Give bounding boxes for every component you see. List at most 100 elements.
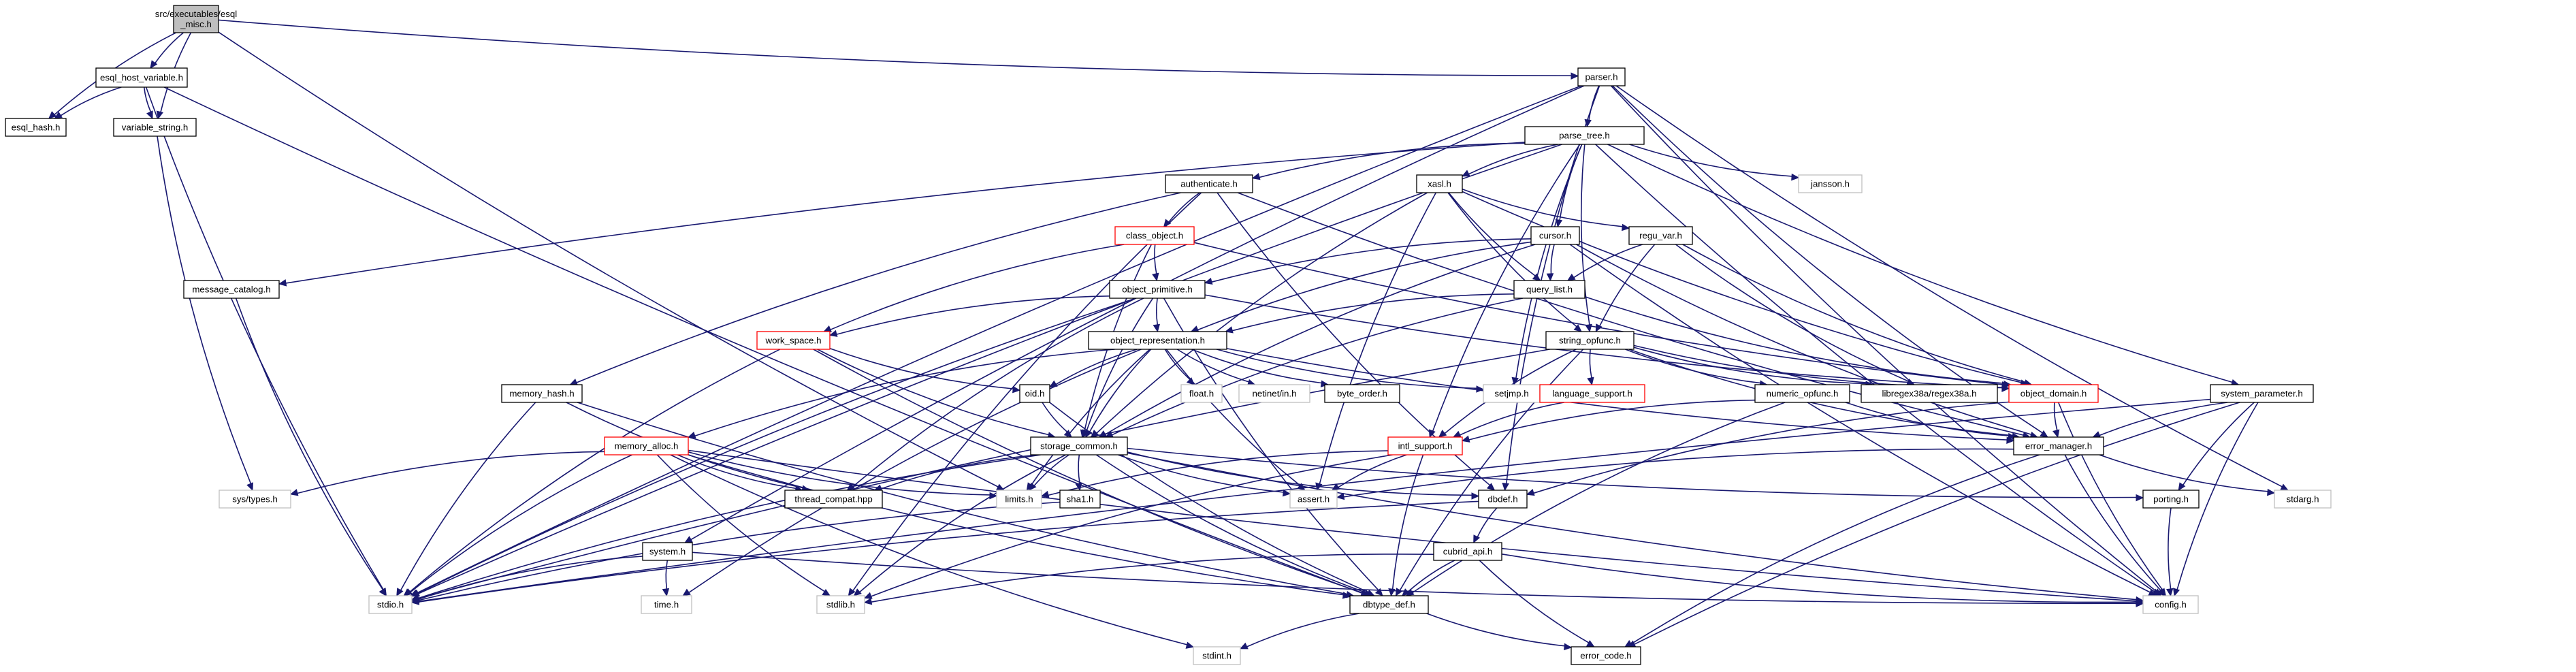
arrowhead-parse_tree-to-message_catalog xyxy=(278,279,287,287)
node-label: error_manager.h xyxy=(2025,441,2092,451)
node-string-opfunc[interactable]: string_opfunc.h xyxy=(1545,331,1635,350)
node-stdint: stdint.h xyxy=(1193,646,1241,665)
node-xasl[interactable]: xasl.h xyxy=(1416,174,1463,193)
node-object-representation[interactable]: object_representation.h xyxy=(1088,331,1227,350)
node-object-primitive[interactable]: object_primitive.h xyxy=(1109,280,1206,299)
node-system[interactable]: system.h xyxy=(642,542,693,561)
edge-esql_host_variable-to-stdio xyxy=(145,86,384,590)
node-oid[interactable]: oid.h xyxy=(1019,384,1050,403)
node-intl-support[interactable]: intl_support.h xyxy=(1387,436,1463,455)
node-sha1[interactable]: sha1.h xyxy=(1059,490,1101,509)
arrowhead-error_manager-to-assert xyxy=(1336,492,1345,500)
edge-system_parameter-to-porting xyxy=(2183,402,2255,485)
arrowhead-esql_host_variable-to-variable_string xyxy=(146,110,153,120)
node-numeric-opfunc[interactable]: numeric_opfunc.h xyxy=(1754,384,1850,403)
edge-language_support-to-intl_support xyxy=(1460,402,1564,436)
edge-message_catalog-to-stdio xyxy=(235,298,384,590)
node-cursor[interactable]: cursor.h xyxy=(1530,226,1580,245)
edge-memory_alloc-to-thread_compat xyxy=(677,454,796,490)
node-memory-hash[interactable]: memory_hash.h xyxy=(501,384,583,403)
edges-layer xyxy=(48,19,2289,651)
arrowhead-object_primitive-to-work_space xyxy=(828,330,838,337)
node-box xyxy=(368,595,413,614)
node-regu-var[interactable]: regu_var.h xyxy=(1628,226,1693,245)
edge-object_primitive-to-storage_common xyxy=(1086,298,1154,432)
arrowhead-storage_common-to-porting xyxy=(2136,494,2144,502)
edge-parse_tree-to-system_parameter xyxy=(1607,144,2233,383)
node-label-line: src/executables/esql xyxy=(155,9,238,19)
node-error-manager[interactable]: error_manager.h xyxy=(2013,436,2104,455)
arrowhead-dbtype_def-to-error_code xyxy=(1564,643,1573,651)
edge-numeric_opfunc-to-intl_support xyxy=(1468,399,1756,441)
node-authenticate[interactable]: authenticate.h xyxy=(1165,174,1253,193)
edge-sha1-to-stdio xyxy=(418,501,1061,601)
node-box xyxy=(1416,174,1463,193)
node-box xyxy=(1030,436,1128,455)
edge-object_primitive-to-work_space xyxy=(836,295,1110,335)
arrowhead-parse_tree-to-cursor xyxy=(1555,219,1563,228)
node-setjmp: setjmp.h xyxy=(1483,384,1541,403)
node-netinet-in: netinet/in.h xyxy=(1238,384,1310,403)
node-box xyxy=(1238,384,1310,403)
edge-xasl-to-object_domain xyxy=(1462,191,2022,383)
node-box xyxy=(1798,174,1863,193)
node-thread-compat[interactable]: thread_compat.hpp xyxy=(784,490,883,509)
arrowhead-object_domain-to-dbdef xyxy=(1526,489,1535,496)
node-label: oid.h xyxy=(1025,389,1045,399)
node-byte-order[interactable]: byte_order.h xyxy=(1324,384,1400,403)
node-parse-tree[interactable]: parse_tree.h xyxy=(1524,126,1645,145)
arrowhead-intl_support-to-dbtype_def xyxy=(1388,588,1396,597)
edge-system-to-stdio xyxy=(418,556,643,600)
arrowhead-root-to-parser xyxy=(1571,72,1579,80)
node-storage-common[interactable]: storage_common.h xyxy=(1030,436,1128,455)
node-class-object[interactable]: class_object.h xyxy=(1114,226,1195,245)
node-label: parse_tree.h xyxy=(1559,131,1610,141)
node-system-parameter[interactable]: system_parameter.h xyxy=(2210,384,2314,403)
edge-authenticate-to-stdlib xyxy=(852,192,1202,591)
node-box xyxy=(219,490,291,509)
edge-parse_tree-to-string_opfunc xyxy=(1580,144,1590,325)
arrowhead-authenticate-to-memory_hash xyxy=(569,379,579,385)
nodes-layer: src/executables/esql_misc.h esql_host_var… xyxy=(5,5,2332,665)
node-esql-hash[interactable]: esql_hash.h xyxy=(5,118,67,137)
edge-object_representation-to-assert xyxy=(1165,349,1301,486)
node-porting[interactable]: porting.h xyxy=(2142,490,2200,509)
edge-storage_common-to-dbtype_def xyxy=(1095,454,1366,594)
node-label: byte_order.h xyxy=(1337,389,1387,399)
edge-system_parameter-to-error_code xyxy=(1634,402,2240,645)
node-variable-string[interactable]: variable_string.h xyxy=(113,118,197,137)
node-box xyxy=(2008,384,2099,403)
node-parser[interactable]: parser.h xyxy=(1577,67,1626,86)
edge-esql_host_variable-to-dbtype_def xyxy=(163,86,1362,594)
node-query-list[interactable]: query_list.h xyxy=(1513,280,1585,299)
node-object-domain[interactable]: object_domain.h xyxy=(2008,384,2099,403)
edge-string_opfunc-to-libregex38a xyxy=(1633,347,1867,385)
edge-object_representation-to-byte_order xyxy=(1191,349,1322,384)
node-message-catalog[interactable]: message_catalog.h xyxy=(183,280,280,299)
edge-regu_var-to-libregex38a xyxy=(1675,244,1909,382)
node-work-space[interactable]: work_space.h xyxy=(756,331,831,350)
node-root[interactable]: src/executables/esql_misc.h xyxy=(155,5,238,33)
node-dbdef[interactable]: dbdef.h xyxy=(1478,490,1528,509)
node-esql-host-variable[interactable]: esql_host_variable.h xyxy=(95,67,188,88)
node-assert: assert.h xyxy=(1289,490,1338,509)
node-libregex38a[interactable]: libregex38a/regex38a.h xyxy=(1861,384,1998,403)
arrowhead-object_representation-to-storage_common xyxy=(1085,429,1093,438)
node-label: system_parameter.h xyxy=(2221,389,2302,399)
node-label: dbtype_def.h xyxy=(1363,600,1415,610)
node-cubrid-api[interactable]: cubrid_api.h xyxy=(1433,542,1502,561)
edge-cursor-to-object_primitive xyxy=(1211,238,1532,283)
node-label: cursor.h xyxy=(1539,231,1571,241)
node-box xyxy=(1289,490,1338,509)
arrowhead-porting-to-config xyxy=(2166,588,2174,597)
node-error-code[interactable]: error_code.h xyxy=(1571,646,1641,665)
node-language-support[interactable]: language_support.h xyxy=(1539,384,1645,403)
arrowhead-cubrid_api-to-dbtype_def xyxy=(1401,588,1411,596)
node-memory-alloc[interactable]: memory_alloc.h xyxy=(604,436,689,455)
node-label: variable_string.h xyxy=(122,123,189,133)
node-box xyxy=(1180,384,1223,403)
node-dbtype-def[interactable]: dbtype_def.h xyxy=(1349,595,1429,614)
edge-storage_common-to-sha1 xyxy=(1078,454,1080,484)
edge-object_domain-to-dbdef xyxy=(1533,401,2010,494)
edge-object_domain-to-error_manager xyxy=(2053,402,2058,431)
